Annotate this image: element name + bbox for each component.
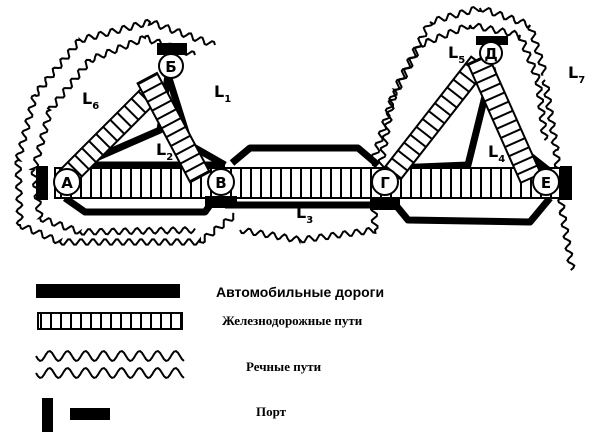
- river-inner-loop: [28, 34, 196, 236]
- edge-label-l4: L4: [488, 142, 505, 165]
- river-right-inner: [377, 22, 549, 171]
- legend-railways: Железнодорожные пути: [37, 312, 363, 330]
- node-b: Б: [158, 53, 184, 79]
- node-e-label: Е: [541, 174, 551, 192]
- node-d: Д: [479, 41, 503, 65]
- edge-label-l7: L7: [568, 63, 585, 86]
- legend-roads-label: Автомобильные дороги: [216, 284, 384, 300]
- port-d: [476, 36, 508, 45]
- node-g-label: Г: [380, 174, 390, 192]
- port-b: [157, 43, 187, 55]
- legend-roads: Автомобильные дороги: [36, 284, 384, 300]
- edge-label-l1: L1: [214, 82, 231, 105]
- edge-label-l6: L6: [82, 89, 99, 112]
- node-a-label: А: [61, 174, 73, 192]
- edge-label-l2: L2: [156, 140, 173, 163]
- node-d-label: Д: [484, 45, 497, 63]
- river-outer-loop: [14, 18, 235, 246]
- road-g-e-bottom: [387, 195, 553, 226]
- ports: [36, 36, 572, 210]
- port-v: [205, 196, 237, 208]
- river-right-outer: [239, 5, 547, 245]
- node-a: А: [53, 168, 81, 196]
- legend-roads-swatch: [36, 284, 180, 298]
- legend-railways-label: Железнодорожные пути: [222, 313, 363, 328]
- legend-port-swatch-horizontal: [70, 408, 110, 420]
- legend-port-swatch-vertical: [42, 398, 53, 432]
- node-g: Г: [371, 168, 399, 196]
- port-a: [36, 166, 48, 200]
- nodes: А Б В Г Д Е: [53, 41, 560, 196]
- edge-label-l5: L5: [448, 43, 465, 66]
- legend-port-label: Порт: [256, 404, 287, 419]
- railway-d-e: [466, 53, 543, 185]
- node-v: В: [207, 168, 235, 196]
- railway-network: [54, 53, 561, 199]
- node-v-label: В: [215, 174, 226, 192]
- legend-rivers-wave-top: [35, 349, 185, 363]
- legend-rivers-label: Речные пути: [246, 359, 322, 374]
- legend: Автомобильные дороги Железнодорожные пут…: [35, 284, 384, 432]
- road-a-v-bottom: [62, 195, 218, 216]
- railway-b-v: [136, 71, 211, 184]
- port-g: [370, 198, 400, 210]
- railway-a-e-main: [54, 167, 561, 199]
- legend-rivers: [35, 349, 185, 380]
- legend-railways-swatch: [37, 312, 183, 330]
- port-e: [560, 166, 572, 200]
- edge-label-l3: L3: [296, 203, 313, 226]
- node-b-label: Б: [165, 58, 176, 76]
- node-e: Е: [532, 168, 560, 196]
- legend-port: Порт: [42, 398, 287, 432]
- road-v-g-top: [229, 144, 381, 168]
- legend-rivers-wave-bottom: [35, 366, 185, 380]
- edge-labels: L1 L2 L3 L4 L5 L6 L7: [82, 43, 585, 226]
